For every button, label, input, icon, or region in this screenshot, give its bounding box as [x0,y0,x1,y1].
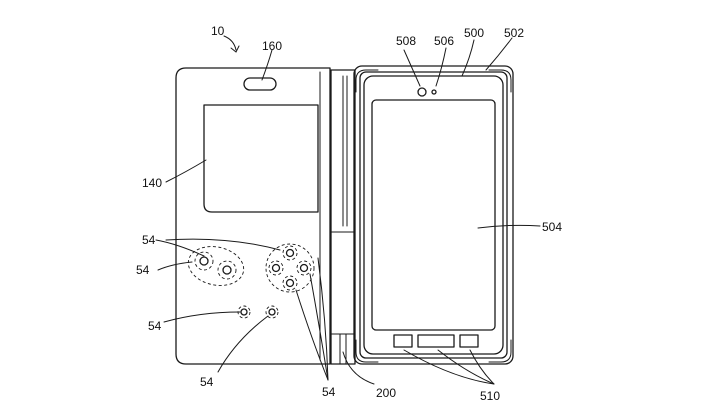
label-top-hole: 160 [262,39,282,53]
label-camera-right: 506 [434,34,454,48]
label-hinge: 200 [376,386,396,400]
phone-button-center [417,334,455,348]
phone-button-left [393,334,413,348]
label-buttons: 510 [480,389,500,403]
small-buttons [237,305,279,319]
label-window: 140 [142,176,162,190]
phone-screen [371,99,496,331]
label-phone: 500 [464,26,484,40]
label-controls-d: 54 [200,375,214,389]
sensor [431,89,437,95]
button-pair-left [187,246,245,286]
phone-button-right [459,334,479,348]
label-controls-a: 54 [142,233,156,247]
label-controls-b: 54 [136,263,150,277]
leader-lines [155,35,541,385]
top-hole [243,77,277,91]
label-phone-edge: 502 [504,26,524,40]
label-device: 10 [211,24,225,38]
phone-body [363,75,504,355]
left-cover [175,67,331,365]
label-camera-left: 508 [396,34,416,48]
reference-labels: 10 160 140 54 54 54 54 54 200 508 506 50… [136,24,562,403]
hinge [330,69,356,365]
label-screen: 504 [542,220,562,234]
dpad-buttons [265,243,315,293]
label-controls-e: 54 [322,385,336,399]
camera-lens [417,87,427,97]
phone-holder [353,65,514,365]
display-window [203,104,319,213]
label-controls-c: 54 [148,319,162,333]
